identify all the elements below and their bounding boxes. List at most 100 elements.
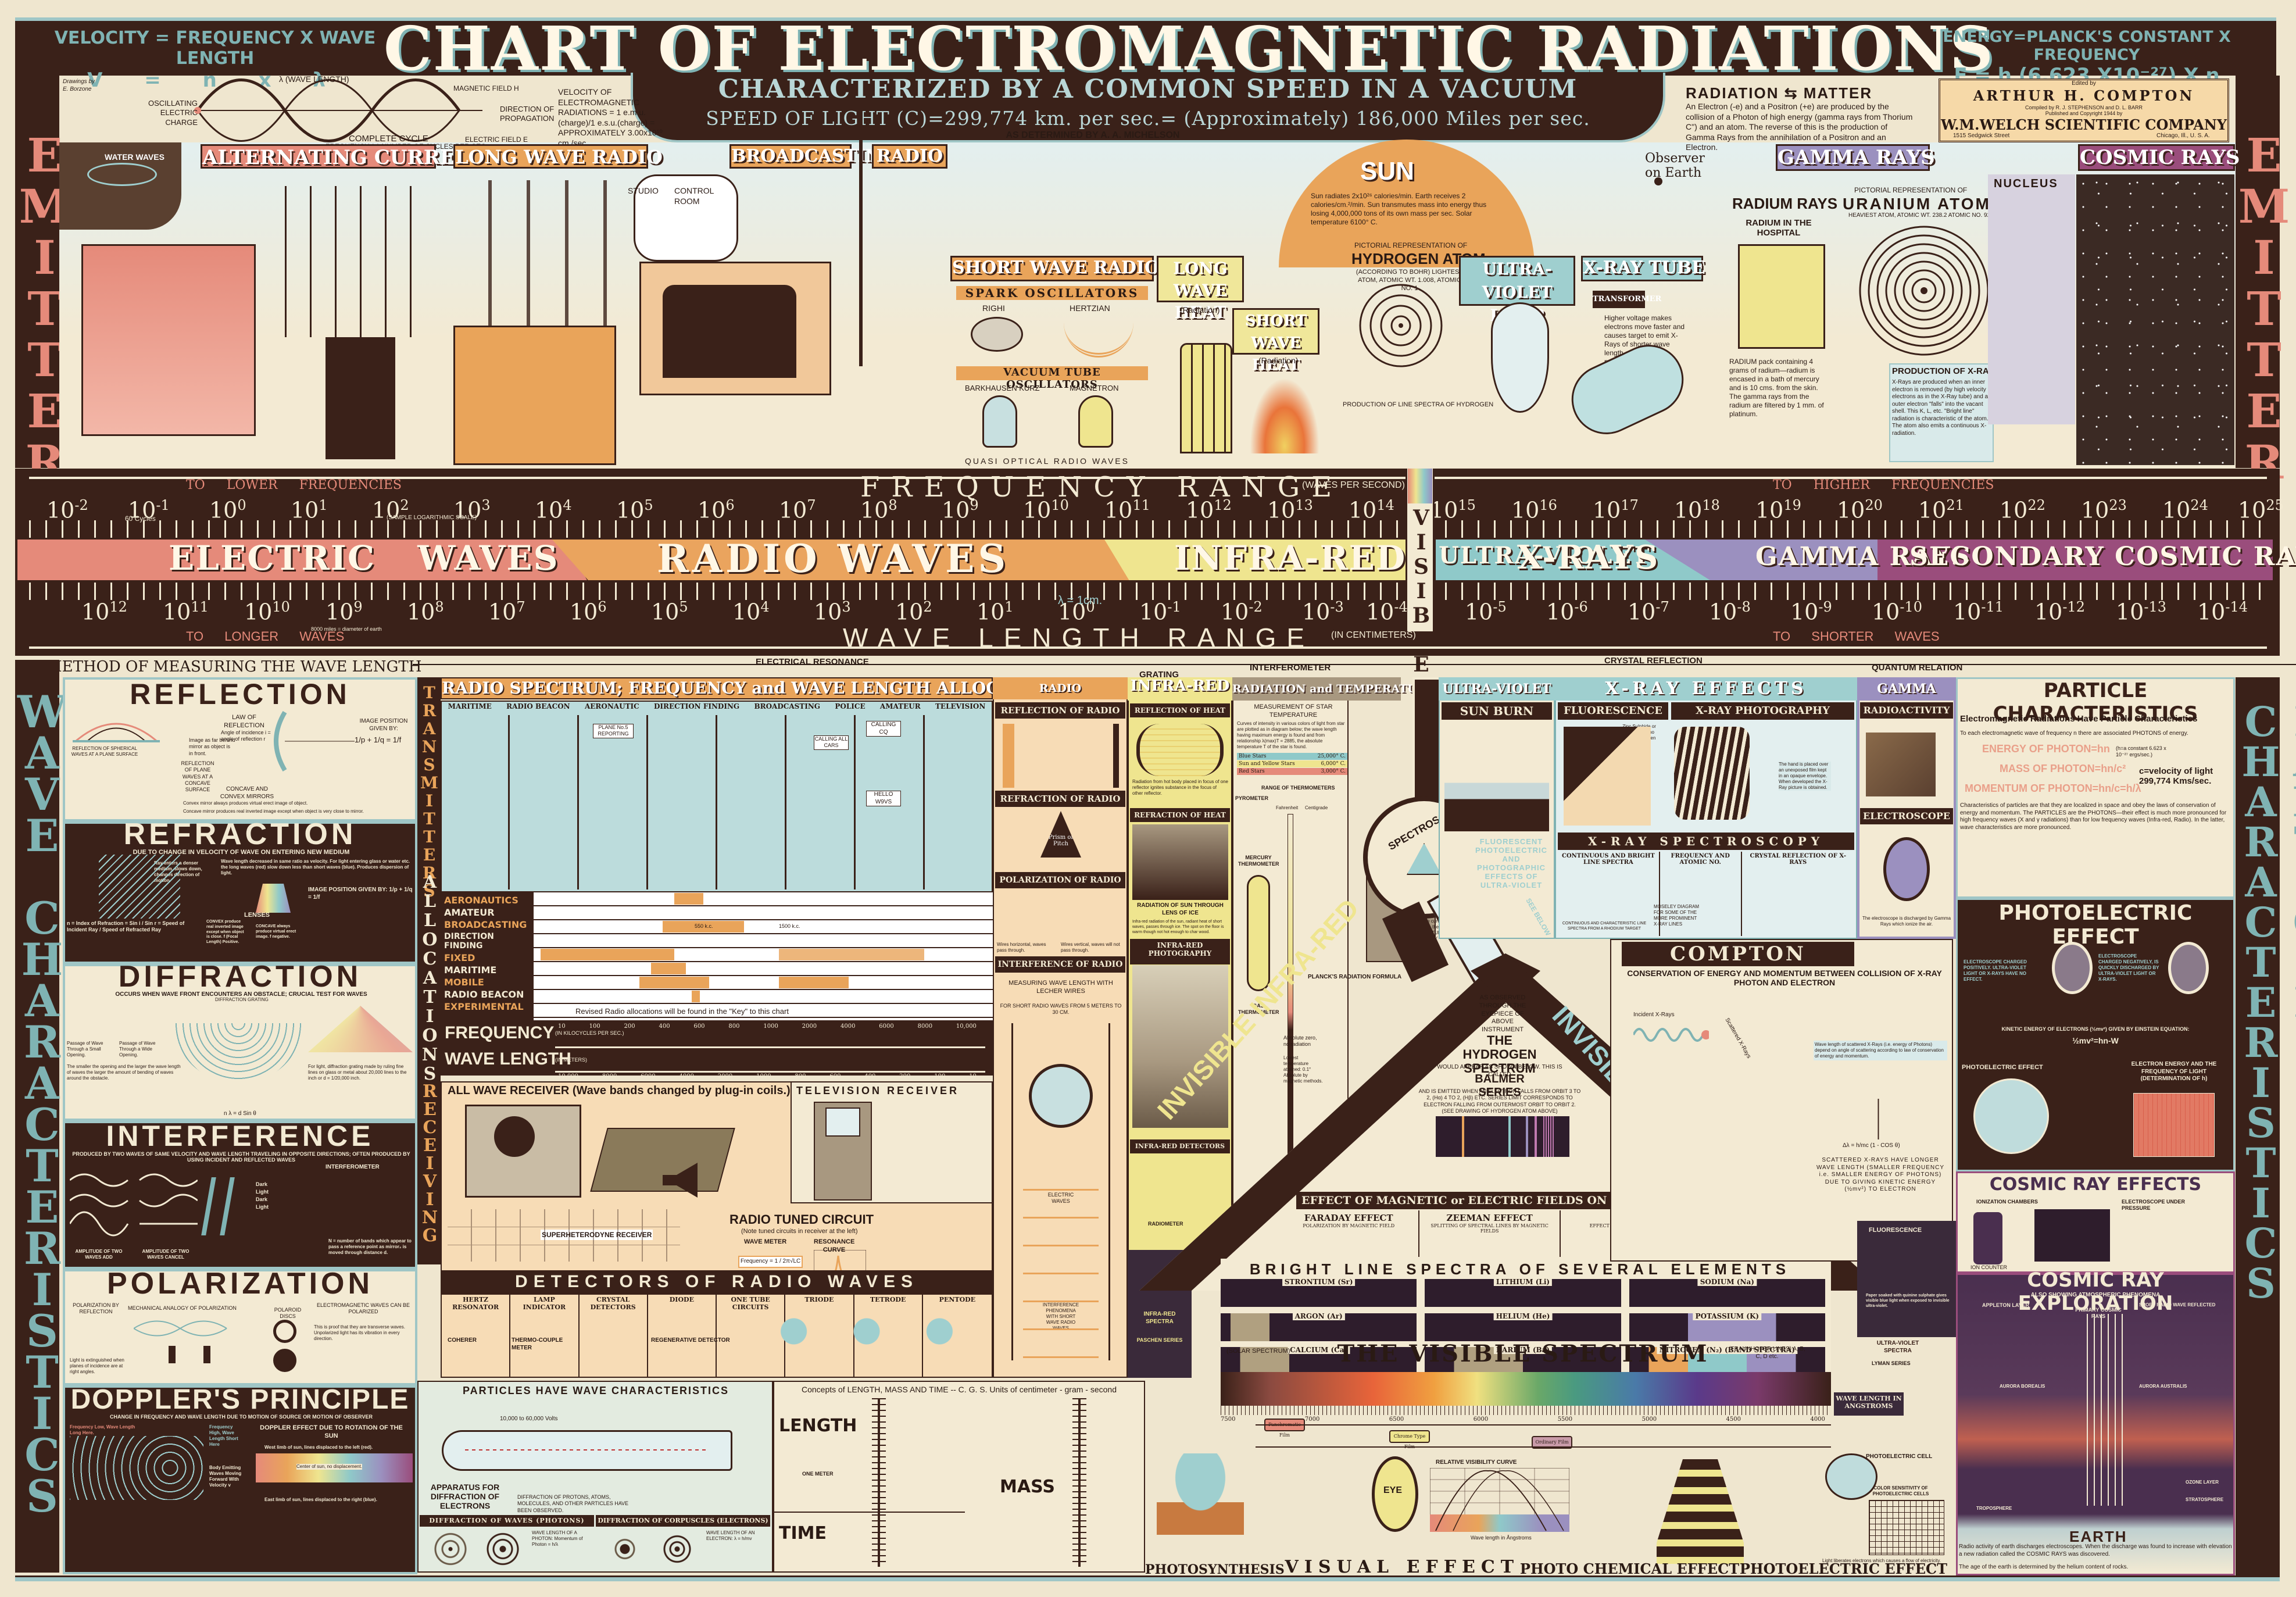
method-grating: GRATING [1139, 670, 1179, 680]
ir-ice-note: Infra-red radiation of the sun, radiant … [1132, 920, 1224, 934]
sun-text: Sun radiates 2x10²⁶ calories/min. Earth … [1311, 192, 1487, 226]
xray-effects-title: X-RAY EFFECTS [1555, 677, 1857, 701]
band-label-ultra-violet: ULTRA-VIOLET [1439, 542, 1651, 569]
wave-meter-label: WAVE METER [744, 1238, 787, 1245]
scale-centigrade: Centigrade [1305, 805, 1328, 810]
spectrum-helium: HELIUM (He) [1425, 1312, 1621, 1341]
alloc-bar-broadcasting [663, 921, 744, 933]
layer-appleton: APPLETON LAYER [1982, 1302, 2030, 1308]
element-spectra-grid: STRONTIUM (Sr) LITHIUM (Li) SODIUM (Na) … [1221, 1278, 1825, 1378]
spectrum-strontium: STRONTIUM (Sr) [1221, 1278, 1417, 1307]
band-dark-1: Dark [256, 1181, 268, 1187]
refraction-lenses: LENSES [244, 912, 270, 919]
credits-editor: ARTHUR H. COMPTON [1973, 87, 2195, 104]
vacuum-type-barkhausen: BARKHAUSEN KURZ [965, 384, 1040, 392]
alloc-mobile: MOBILE [444, 977, 484, 988]
unit-time: TIME [779, 1523, 827, 1544]
cosmic-effects-title: COSMIC RAY EFFECTS [1989, 1174, 2202, 1195]
compton-scatter-charts [1814, 1099, 1947, 1139]
particle-text: Characteristics of particles are that th… [1960, 802, 2227, 831]
faraday-note: POLARIZATION BY MAGNETIC FIELD [1303, 1223, 1395, 1228]
freq-tick: 106 [698, 497, 735, 523]
bottom-effects-labels: PHOTOSYNTHESIS VISUAL EFFECT PHOTO CHEMI… [1145, 1557, 1947, 1577]
production-xrays-box [1889, 363, 1994, 462]
wl-tick: 101 [977, 599, 1014, 625]
ir-refraction-of-heat: REFRACTION OF HEAT [1130, 808, 1230, 822]
alloc-direction-finding: DIRECTION FINDING [444, 932, 494, 951]
left-formula: VELOCITY = FREQUENCY X WAVE LENGTH V = n… [52, 28, 378, 92]
fluorescence-label: FLUORESCENCE [1869, 1227, 1922, 1234]
electroscope-icon [1883, 837, 1930, 901]
rc-interference: INTERFERENCE OF RADIO [995, 956, 1125, 973]
header-broadcasting: BROADCASTING [729, 144, 896, 169]
ion-counter-icon [1973, 1212, 2002, 1264]
polarization-mechanical: MECHANICAL ANALOGY OF POLARIZATION [128, 1305, 237, 1311]
radio-wl-tick: 6000 [641, 1073, 656, 1080]
xray-hand-illustration [1674, 727, 1750, 820]
service-amateur: AMATEUR [879, 702, 921, 710]
services-labels-row: MARITIME RADIO BEACON AERONAUTIC DIRECTI… [441, 702, 993, 714]
radium-illustration [1738, 244, 1825, 349]
mercury-thermometer: MERCURY THERMOMETER [1238, 855, 1279, 867]
polarization-proof: This is proof that they are transverse w… [314, 1324, 405, 1341]
element-label: POTASSIUM (K) [1693, 1312, 1762, 1320]
wl-minor-ticks [29, 583, 2267, 600]
rc-reflection: REFLECTION OF RADIO [995, 702, 1125, 719]
radio-wl-tick: 10,000 [558, 1073, 578, 1080]
doppler-body: Body Emitting Waves Moving Forward With … [209, 1465, 242, 1488]
detector-diode: DIODE [648, 1295, 717, 1377]
photon-momentum: MOMENTUM OF PHOTON=hn/c=h/λ [1965, 783, 2141, 794]
interferometer-label: INTERFEROMETER [326, 1164, 380, 1170]
detector-coherer: COHERER [448, 1337, 477, 1344]
polarization-polaroid: POLAROID DISCS [274, 1307, 302, 1320]
diffraction-subtitle: OCCURS WHEN WAVE FRONT ENCOUNTERS AN OBS… [115, 991, 367, 998]
one-meter-label: ONE METER [802, 1471, 834, 1477]
element-label: NITROGEN (N₂) (BAND SPECTRA) [1657, 1346, 1797, 1355]
photon-wavelength: WAVE LENGTH OF A PHOTON: Momentum of Pho… [532, 1530, 583, 1547]
spark-type-righi: RIGHI [982, 303, 1005, 313]
atmospheric-phenomena: ALSO SHOWING ATMOSPHERIC PHENOMENA [2030, 1292, 2161, 1298]
sun-label: SUN [1360, 157, 1414, 185]
reflection-plane-concave: REFLECTION OF PLANE WAVES AT A CONCAVE S… [181, 760, 214, 792]
element-label: CALCIUM (Ca) [1288, 1346, 1350, 1355]
electroscope-note: The electroscope is discharged by Gamma … [1862, 916, 1951, 927]
bright-line-title: BRIGHT LINE SPECTRA OF SEVERAL ELEMENTS [1249, 1260, 1791, 1278]
wl-tick: 10-4 [1366, 599, 1408, 625]
band-label-secondary-cosmic-rays: SECONDARY COSMIC RAYS [1909, 542, 2296, 571]
freq-tick: 109 [942, 497, 979, 523]
to-lower-frequencies: TO LOWER FREQUENCIES [186, 478, 402, 492]
bottom-border [15, 1575, 2280, 1581]
header-long-wave-heat: LONG WAVE HEAT [1157, 256, 1244, 322]
freq-tick: 107 [779, 497, 816, 523]
freq-tick: 100 [209, 497, 246, 523]
reflection-image-position: IMAGE POSITION GIVEN BY: [359, 718, 408, 732]
frequency-range-unit: (WAVES PER SECOND) [1302, 480, 1405, 490]
credits-box [1939, 78, 2229, 142]
ir-ice-lens-illustration [1132, 824, 1228, 900]
band-light-2: Light [256, 1204, 269, 1210]
length-scale-ticks [872, 1398, 886, 1567]
credits-address: 1515 Sedgwick Street [1953, 133, 2010, 139]
power-plant-illustration [81, 244, 256, 436]
radio-wl-tick: 100 [934, 1073, 946, 1080]
earth-label: EARTH [2069, 1528, 2127, 1545]
header-radio: RADIO [872, 144, 947, 169]
freq-tick: 104 [535, 497, 572, 523]
wl-tick: 102 [895, 599, 932, 625]
doppler-west-limb: West limb of sun, lines displaced to the… [264, 1445, 373, 1450]
header-short-wave-radio: SHORT WAVE RADIO [950, 256, 1160, 281]
radioactivity-block [1866, 733, 1936, 796]
sun-burn-illustration [1444, 724, 1549, 831]
radio-tuned-note: (Note tuned circuits in receiver at the … [741, 1228, 858, 1235]
panel-polarization [63, 1269, 417, 1385]
wavelength-tick-row: 1012 1011 1010 109 108 107 106 105 104 1… [29, 599, 2267, 634]
radio-wl-tick: 400 [864, 1073, 876, 1080]
uv-lamp-bulb [1491, 302, 1549, 413]
wl-tick: 1011 [163, 599, 209, 625]
electroscope-pos-icon [2052, 942, 2093, 994]
interference-subtitle: PRODUCED BY TWO WAVES OF SAME VELOCITY A… [72, 1151, 410, 1163]
to-higher-frequencies: TO HIGHER FREQUENCIES [1773, 478, 1994, 492]
hydrogen-atom-diagram [1359, 284, 1443, 367]
star-temp: 3,000° C. [1321, 769, 1346, 774]
